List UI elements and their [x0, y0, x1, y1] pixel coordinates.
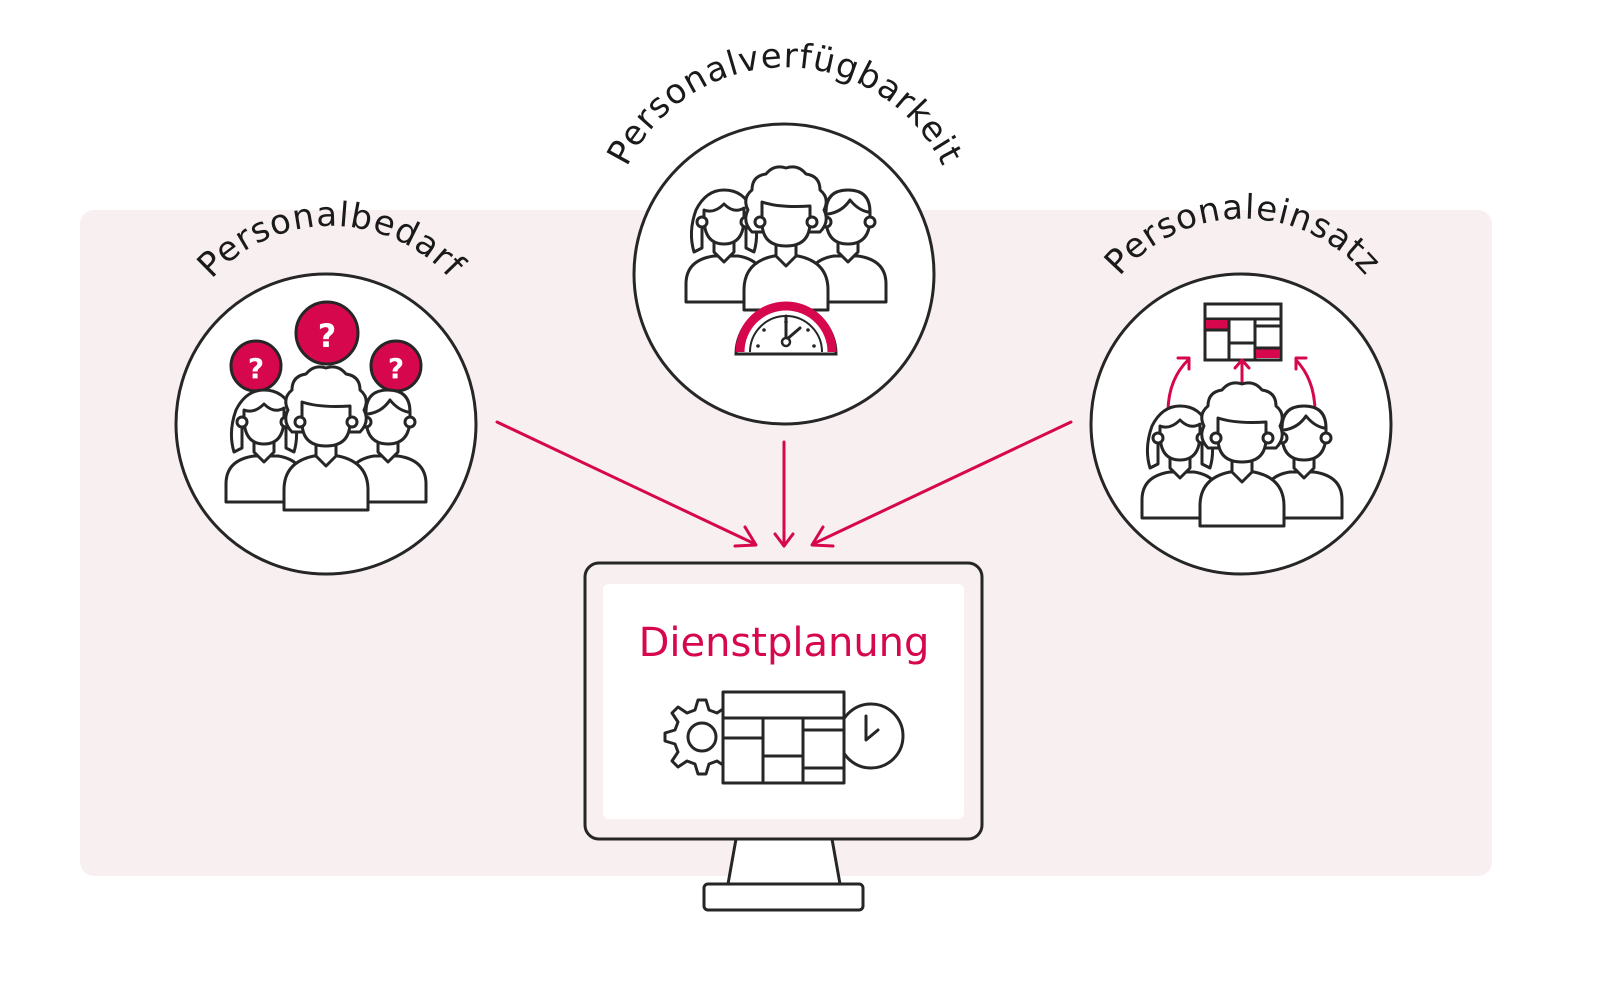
- edge-personalverfuegbarkeit-to-dienstplanung: [773, 440, 795, 548]
- clock-icon: [734, 301, 838, 356]
- node-personalverfuegbarkeit: Personalverfügbarkeit: [599, 36, 970, 426]
- edges: [495, 420, 1073, 548]
- question-badge-icon: ?: [369, 339, 423, 393]
- people-to-schedule-icon: [1140, 302, 1344, 528]
- svg-text:?: ?: [388, 352, 404, 385]
- target-label: Dienstplanung: [639, 620, 930, 666]
- gear-icon: [663, 698, 741, 776]
- people-with-question-marks-icon: ? ? ?: [224, 300, 428, 512]
- node-label: Personalbedarf: [190, 195, 473, 286]
- schedule-grid-icon: [721, 690, 846, 785]
- target-dienstplanung: Dienstplanung: [583, 561, 984, 912]
- edge-personalbedarf-to-dienstplanung: [495, 420, 758, 548]
- svg-text:?: ?: [248, 352, 264, 385]
- question-badge-icon: ?: [294, 300, 360, 366]
- clock-icon: [837, 702, 905, 770]
- schedule-gear-clock-icon: [663, 690, 905, 785]
- node-personalbedarf: Personalbedarf ? ? ?: [174, 195, 478, 576]
- node-label: Personaleinsatz: [1097, 187, 1389, 282]
- svg-text:?: ?: [318, 317, 337, 355]
- schedule-grid-icon: [1203, 302, 1283, 362]
- people-with-clock-icon: [684, 165, 888, 356]
- node-personaleinsatz: Personaleinsatz: [1089, 187, 1393, 576]
- edge-personaleinsatz-to-dienstplanung: [810, 420, 1073, 548]
- question-badge-icon: ?: [229, 339, 283, 393]
